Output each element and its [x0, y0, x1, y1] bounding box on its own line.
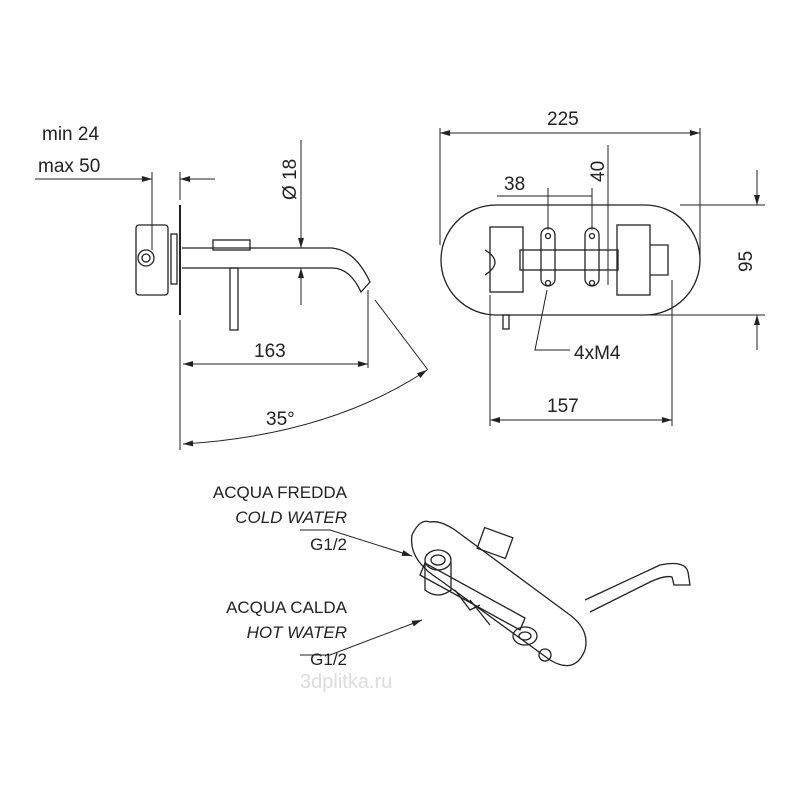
inner-width-label: 157 — [547, 396, 579, 417]
front-view: 225 95 38 40 4xM4 157 — [439, 109, 765, 426]
iso-wall-plate — [410, 520, 587, 667]
hot-thread-label: G1/2 — [310, 650, 347, 669]
spout — [182, 247, 371, 294]
height-label: 95 — [736, 251, 757, 272]
valve-body — [135, 224, 169, 296]
angle-label: 35° — [266, 409, 295, 430]
max-depth-label: max 50 — [38, 156, 100, 177]
screws-label: 4xM4 — [574, 343, 621, 364]
width-label: 225 — [547, 109, 579, 130]
min-depth-label: min 24 — [42, 124, 99, 145]
length-label: 163 — [254, 341, 286, 362]
iso-spout — [584, 562, 691, 613]
wall-plate — [440, 204, 701, 316]
handle-hot — [616, 224, 651, 296]
iso-view: ACQUA FREDDA COLD WATER G1/2 ACQUA CALDA… — [213, 483, 691, 669]
hot-water-en-label: HOT WATER — [247, 623, 347, 642]
cold-thread-label: G1/2 — [310, 535, 347, 554]
watermark: 3dplitka.ru — [300, 671, 392, 693]
hot-water-it-label: ACQUA CALDA — [226, 598, 348, 617]
hot-inlet — [512, 626, 538, 646]
handle-cold — [489, 226, 524, 293]
cold-water-en-label: COLD WATER — [235, 508, 347, 527]
lever — [229, 267, 239, 331]
cold-inlet — [424, 549, 452, 571]
cold-water-it-label: ACQUA FREDDA — [213, 483, 348, 502]
side-view: min 24 max 50 Ø 18 163 35° — [35, 124, 429, 450]
diameter-label: Ø 18 — [280, 159, 301, 200]
spacing-label: 38 — [504, 174, 525, 195]
hole-height-label: 40 — [588, 161, 609, 182]
